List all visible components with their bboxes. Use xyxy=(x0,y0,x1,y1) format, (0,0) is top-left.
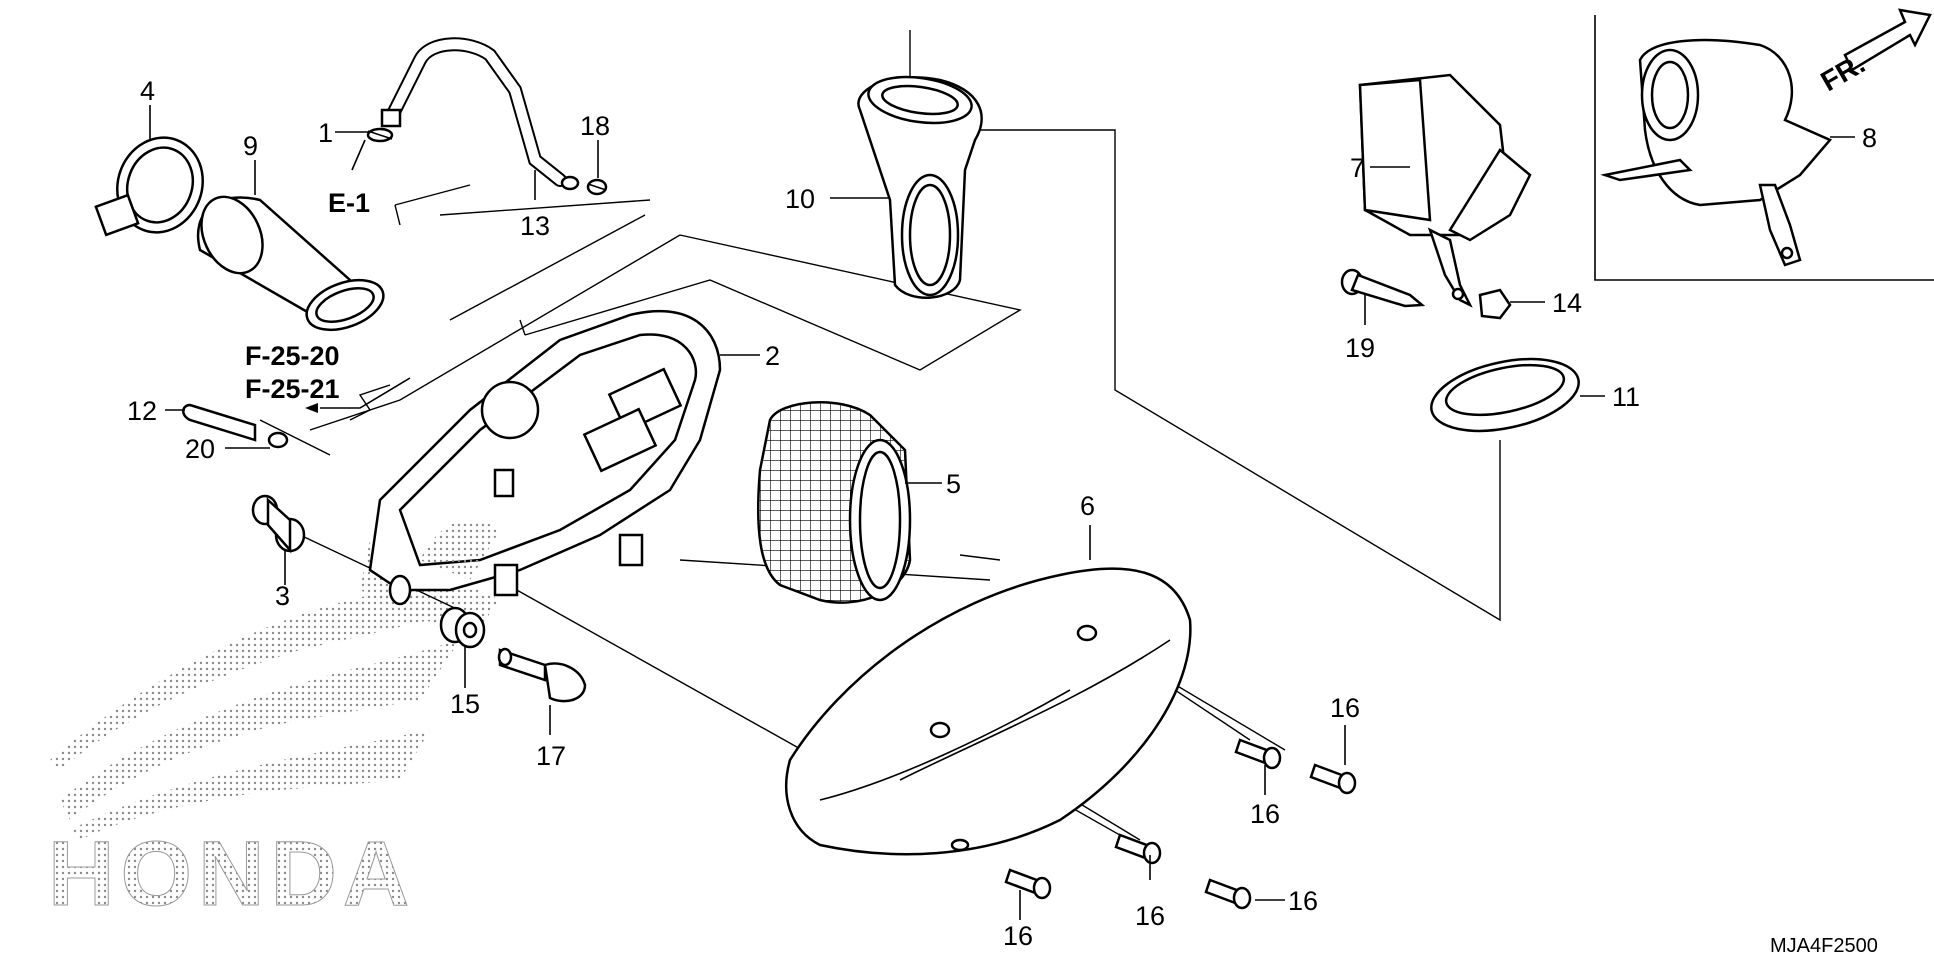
part-17-bolt xyxy=(497,647,587,703)
callout-14: 14 xyxy=(1552,288,1582,318)
callout-6: 6 xyxy=(1080,491,1095,521)
diagram-code: MJA4F2500 xyxy=(1770,935,1878,957)
part-5-air-filter xyxy=(756,401,912,604)
callout-3: 3 xyxy=(275,581,290,611)
callout-11: 11 xyxy=(1612,382,1640,412)
callout-9: 9 xyxy=(243,131,258,161)
callout-16-b: 16 xyxy=(1250,799,1280,829)
callout-8: 8 xyxy=(1862,123,1877,153)
part-3-grommet xyxy=(251,494,306,554)
callout-19: 19 xyxy=(1345,333,1375,363)
callout-7: 7 xyxy=(1350,153,1365,183)
reference-f-25-20: F-25-20 xyxy=(245,341,340,371)
callout-16-e: 16 xyxy=(1135,901,1165,931)
callout-16-a: 16 xyxy=(1330,693,1360,723)
callout-16-c: 16 xyxy=(1288,886,1318,916)
part-11-seal xyxy=(1430,357,1580,433)
reference-e1: E-1 xyxy=(328,188,370,218)
callout-2: 2 xyxy=(765,341,780,371)
callout-16-d: 16 xyxy=(1003,921,1033,951)
reference-f-25-21: F-25-21 xyxy=(245,374,340,404)
part-20-clip xyxy=(267,431,289,449)
callout-15: 15 xyxy=(450,689,480,719)
part-19-bolt xyxy=(1340,268,1426,308)
part-13-breather-tube xyxy=(380,37,580,191)
reference-arrows xyxy=(305,377,411,413)
callout-4: 4 xyxy=(140,76,155,106)
callout-18: 18 xyxy=(580,111,610,141)
part-2-air-case xyxy=(368,309,722,606)
part-15-grommet xyxy=(439,606,486,649)
callout-12: 12 xyxy=(127,396,157,426)
part-16-screws xyxy=(1004,738,1357,910)
part-4-clamp xyxy=(94,136,204,237)
part-6-cover xyxy=(785,567,1192,856)
callout-5: 5 xyxy=(946,469,961,499)
part-12-drain-tube xyxy=(182,403,257,442)
callout-1: 1 xyxy=(318,118,333,148)
callout-10: 10 xyxy=(785,184,815,214)
callout-13: 13 xyxy=(520,211,550,241)
part-14-nut xyxy=(1478,288,1512,320)
callout-leaders xyxy=(149,105,1855,920)
callout-17: 17 xyxy=(536,741,566,771)
part-9-funnel xyxy=(196,195,385,332)
inset-part-8 xyxy=(1594,8,1934,281)
part-18-clip xyxy=(586,178,608,196)
part-1-clip xyxy=(366,127,394,143)
honda-watermark-text: HONDA xyxy=(48,823,415,925)
part-7-duct xyxy=(1358,73,1532,308)
callout-20: 20 xyxy=(185,434,215,464)
part-10-intake-duct xyxy=(857,75,983,299)
